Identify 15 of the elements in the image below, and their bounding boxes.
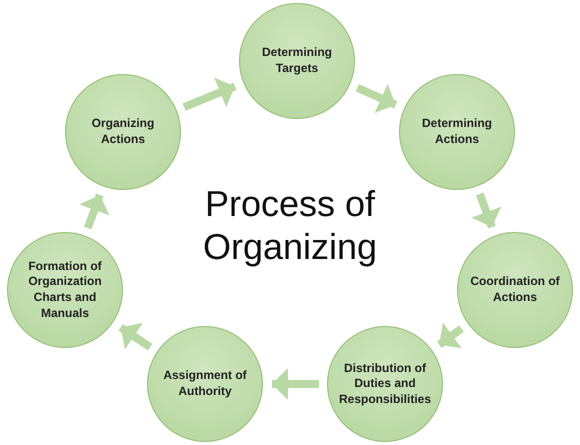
arrow — [471, 192, 502, 228]
step-label: Formation of Organization Charts and Manuals — [27, 258, 103, 322]
arrow — [356, 84, 398, 113]
arrow — [272, 368, 319, 400]
step-label: Assignment of Authority — [162, 368, 248, 400]
step-label: Organizing Actions — [90, 116, 156, 148]
step-label: Determining Targets — [260, 45, 333, 77]
arrow — [79, 194, 110, 230]
step-label: Distribution of Duties and Responsibilities — [338, 360, 432, 408]
step-label: Determining Actions — [420, 116, 493, 148]
arrow — [182, 78, 236, 111]
diagram-title: Process of Organizing — [202, 182, 378, 268]
arrow — [118, 322, 152, 351]
arrow — [436, 322, 464, 348]
step-label: Coordination of Actions — [469, 274, 561, 306]
